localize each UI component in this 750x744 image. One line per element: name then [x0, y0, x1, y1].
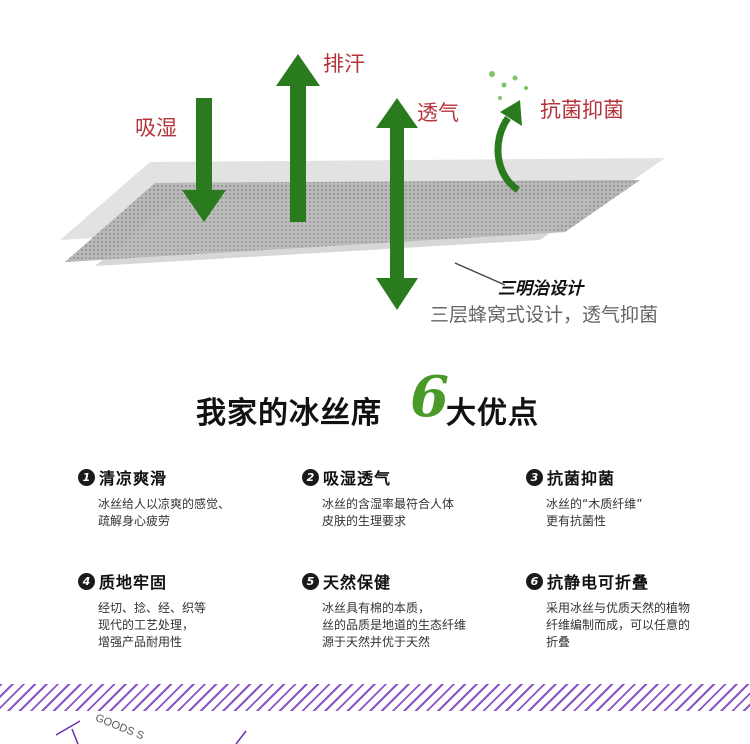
feature-description: 冰丝的含湿率最符合人体 皮肤的生理要求 — [322, 497, 455, 528]
antibac-arrow — [489, 71, 528, 193]
feature-4: 4 质地牢固 经切、捻、经、织等 现代的工艺处理， 增强产品耐用性 — [78, 570, 298, 651]
feature-number-badge: 2 — [302, 468, 319, 486]
feature-number-badge: 6 — [526, 572, 543, 590]
heading-left: 我家的冰丝席 — [196, 396, 382, 431]
decorative-stripe — [0, 684, 750, 711]
absorb-arrow — [182, 98, 226, 222]
feature-title: 抗菌抑菌 — [547, 469, 616, 488]
design-desc: 三层蜂窝式设计，透气抑菌 — [430, 304, 659, 326]
feature-number-badge: 3 — [526, 468, 543, 486]
feature-description: 采用冰丝与优质天然的植物 纤维编制而成，可以任意的 折叠 — [546, 601, 691, 649]
label-antibac: 抗菌抑菌 — [540, 98, 624, 122]
feature-1: 1 清凉爽滑 冰丝给人以凉爽的感觉、 疏解身心疲劳 — [78, 466, 298, 530]
label-breathe: 透气 — [417, 101, 459, 125]
breathe-arrow — [376, 98, 418, 310]
footer-decoration — [55, 720, 247, 744]
feature-title: 清凉爽滑 — [99, 469, 168, 488]
feature-3: 3 抗菌抑菌 冰丝的“木质纤维” 更有抗菌性 — [526, 466, 746, 530]
feature-description: 经切、捻、经、织等 现代的工艺处理， 增强产品耐用性 — [98, 601, 207, 649]
feature-number-badge: 1 — [78, 468, 95, 486]
feature-title: 质地牢固 — [99, 573, 168, 592]
feature-6: 6 抗静电可折叠 采用冰丝与优质天然的植物 纤维编制而成，可以任意的 折叠 — [526, 570, 746, 651]
design-title: 三明治设计 — [498, 279, 583, 299]
heading-number: 6 — [410, 364, 449, 430]
feature-title: 吸湿透气 — [323, 469, 392, 488]
layer-diagram: 吸湿 排汗 透气 抗菌抑菌 三明治设计 三层蜂窝式设计，透气抑菌 — [0, 0, 750, 340]
label-absorb: 吸湿 — [135, 116, 177, 140]
heading-right: 大优点 — [446, 396, 539, 431]
feature-5: 5 天然保健 冰丝具有棉的本质， 丝的品质是地道的生态纤维 源于天然并优于天然 — [302, 570, 522, 651]
feature-number-badge: 4 — [78, 572, 95, 590]
feature-description: 冰丝的“木质纤维” 更有抗菌性 — [546, 497, 643, 528]
label-sweat: 排汗 — [323, 52, 365, 76]
feature-title: 抗静电可折叠 — [547, 573, 650, 592]
sweat-arrow — [276, 54, 320, 222]
feature-description: 冰丝具有棉的本质， 丝的品质是地道的生态纤维 源于天然并优于天然 — [322, 601, 467, 649]
callout-line — [454, 262, 506, 286]
feature-description: 冰丝给人以凉爽的感觉、 疏解身心疲劳 — [98, 497, 231, 528]
layer-diagram-graphic — [60, 54, 665, 310]
section-heading: 我家的冰丝席 6 大优点 — [0, 364, 750, 436]
feature-2: 2 吸湿透气 冰丝的含湿率最符合人体 皮肤的生理要求 — [302, 466, 522, 530]
feature-title: 天然保健 — [323, 573, 392, 592]
feature-number-badge: 5 — [302, 572, 319, 590]
